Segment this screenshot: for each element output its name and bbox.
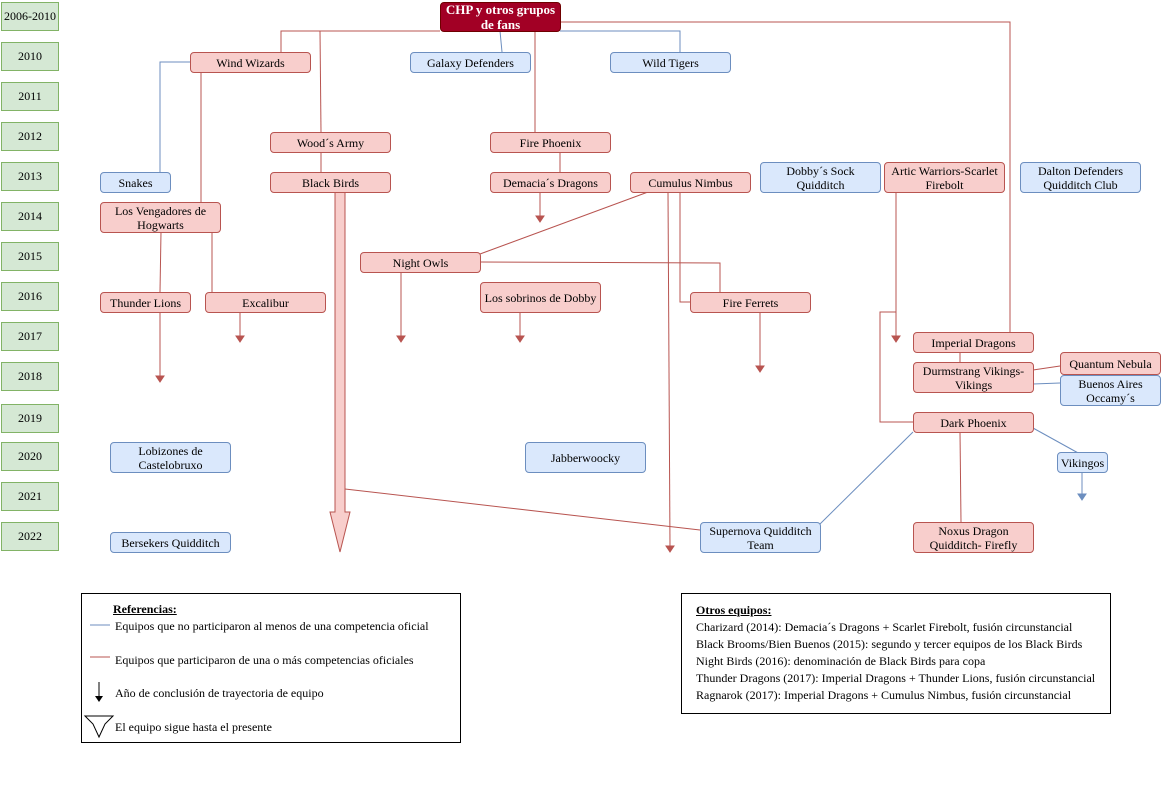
node-lobizones[interactable]: Lobizones de Castelobruxo [110,442,231,473]
node-fire-phoenix[interactable]: Fire Phoenix [490,132,611,153]
legend-symbols [83,624,115,739]
node-fire-ferrets[interactable]: Fire Ferrets [690,292,811,313]
year-label: 2010 [1,42,59,71]
node-label: Quidditch [796,177,845,192]
year-label: 2017 [1,322,59,351]
year-label: 2019 [1,404,59,433]
otros-title: Otros equipos: [696,603,772,617]
year-label: 2013 [1,162,59,191]
node-label: Durmstrang Vikings- [922,363,1025,378]
year-label: 2006-2010 [1,2,59,31]
legend-box: Referencias: Equipos que no participaron… [81,593,461,743]
legend-title: Referencias: [113,602,177,616]
node-label: Dalton Defenders [1038,163,1123,178]
year-label: 2021 [1,482,59,511]
node-dalton-defenders[interactable]: Dalton Defenders Quidditch Club [1020,162,1141,193]
node-black-birds[interactable]: Black Birds [270,172,391,193]
legend-arrow-end: Año de conclusión de trayectoria de equi… [115,686,324,700]
node-label: Noxus Dragon [938,523,1009,538]
legend-arrow-continue: El equipo sigue hasta el presente [115,720,272,734]
year-label: 2015 [1,242,59,271]
year-label: 2011 [1,82,59,111]
node-snakes[interactable]: Snakes [100,172,171,193]
node-label: Vikings [954,377,993,392]
node-label: Dobby´s Sock [786,163,855,178]
node-cumulus-nimbus[interactable]: Cumulus Nimbus [630,172,751,193]
node-label: Quidditch Club [1043,177,1118,192]
node-label: Lobizones de [138,443,203,458]
node-bersekers[interactable]: Bersekers Quidditch [110,532,231,553]
node-label: de fans [480,17,521,32]
node-sobrinos-dobby[interactable]: Los sobrinos de Dobby [480,282,601,313]
year-label: 2016 [1,282,59,311]
node-galaxy-defenders[interactable]: Galaxy Defenders [410,52,531,73]
node-excalibur[interactable]: Excalibur [205,292,326,313]
otros-line: Ragnarok (2017): Imperial Dragons + Cumu… [696,688,1072,702]
node-vengadores[interactable]: Los Vengadores de Hogwarts [100,202,221,233]
node-label: Supernova Quidditch [709,523,812,538]
node-nexus-dragon[interactable]: Noxus Dragon Quidditch- Firefly [913,522,1034,553]
node-thunder-lions[interactable]: Thunder Lions [100,292,191,313]
node-label: Occamy´s [1086,390,1135,405]
node-label: Castelobruxo [138,457,203,472]
node-chp-root[interactable]: CHP y otros grupos de fans [440,2,561,32]
node-imperial-dragons[interactable]: Imperial Dragons [913,332,1034,353]
year-label: 2014 [1,202,59,231]
otros-line: Thunder Dragons (2017): Imperial Dragons… [696,671,1096,685]
node-wind-wizards[interactable]: Wind Wizards [190,52,311,73]
node-label: Firebolt [925,177,964,192]
year-label: 2018 [1,362,59,391]
year-label: 2022 [1,522,59,551]
node-vikingos[interactable]: Vikingos [1057,452,1108,473]
year-label: 2020 [1,442,59,471]
otros-line: Night Birds (2016): denominación de Blac… [696,654,986,668]
node-dobbys-sock[interactable]: Dobby´s Sock Quidditch [760,162,881,193]
legend-blue-line: Equipos que no participaron al menos de … [115,619,429,633]
otros-equipos-box: Otros equipos: Charizard (2014): Demacia… [681,593,1111,714]
year-label: 2012 [1,122,59,151]
otros-line: Black Brooms/Bien Buenos (2015): segundo… [696,637,1083,651]
node-supernova[interactable]: Supernova Quidditch Team [700,522,821,553]
node-jabberwoocky[interactable]: Jabberwoocky [525,442,646,473]
node-label: Los Vengadores de [114,203,207,218]
node-buenos-aires[interactable]: Buenos Aires Occamy´s [1060,375,1161,406]
legend-red-line: Equipos que participaron de una o más co… [115,653,414,667]
node-wild-tigers[interactable]: Wild Tigers [610,52,731,73]
node-label: Team [747,537,774,552]
node-night-owls[interactable]: Night Owls [360,252,481,273]
node-label: Buenos Aires [1078,376,1143,391]
node-artic-warriors[interactable]: Artic Warriors-Scarlet Firebolt [884,162,1005,193]
otros-line: Charizard (2014): Demacia´s Dragons + Sc… [696,620,1073,634]
node-dark-phoenix[interactable]: Dark Phoenix [913,412,1034,433]
node-woods-army[interactable]: Wood´s Army [270,132,391,153]
node-label: Hogwarts [137,217,184,232]
node-label: CHP y otros grupos [445,2,556,17]
node-label: Quidditch- Firefly [929,537,1018,552]
node-durmstrang[interactable]: Durmstrang Vikings- Vikings [913,362,1034,393]
node-label: Artic Warriors-Scarlet [891,163,998,178]
node-quantum-nebula[interactable]: Quantum Nebula [1060,352,1161,375]
node-demacias-dragons[interactable]: Demacia´s Dragons [490,172,611,193]
